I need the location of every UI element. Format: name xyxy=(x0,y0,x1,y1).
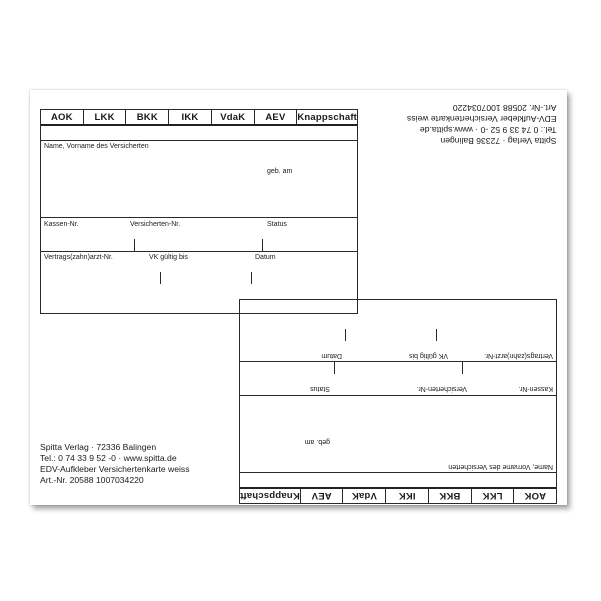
publisher-address-rotated: Spitta Verlag · 72336 Balingen Tel.: 0 7… xyxy=(407,102,557,146)
insurer-bkk: BKK xyxy=(427,489,471,503)
vertrag-divider xyxy=(240,361,556,362)
publisher-address: Spitta Verlag · 72336 Balingen Tel.: 0 7… xyxy=(40,442,190,486)
insurer-ikk: IKK xyxy=(385,489,428,503)
address-line: EDV-Aufkleber Versichertenkarte weiss xyxy=(407,114,557,124)
tick xyxy=(334,362,335,374)
kasse-divider xyxy=(41,217,357,218)
insurer-aev: AEV xyxy=(299,489,343,503)
birth-label: geb. am xyxy=(267,168,293,175)
tick xyxy=(160,272,161,284)
versicherten-label: Versicherten-Nr. xyxy=(130,221,181,228)
name-label: Name, Vorname des Versicherten xyxy=(448,463,553,470)
address-line: Tel.: 0 74 33 9 52 -0 · www.spitta.de xyxy=(40,453,177,463)
address-line: Spitta Verlag · 72336 Balingen xyxy=(40,442,157,452)
datum-label: Datum xyxy=(321,352,342,359)
address-line: EDV-Aufkleber Versichertenkarte weiss xyxy=(40,464,190,474)
label-sheet: AOK LKK BKK IKK VdaK AEV Knappschaft Nam… xyxy=(30,90,567,505)
name-divider xyxy=(240,472,556,473)
insurer-knappschaft: Knappschaft xyxy=(239,490,300,502)
versicherten-label: Versicherten-Nr. xyxy=(416,385,467,392)
vk-label: VK gültig bis xyxy=(149,254,188,261)
vertragsarzt-label: Vertrags(zahn)arzt-Nr. xyxy=(44,254,113,261)
insurer-ikk: IKK xyxy=(169,110,212,124)
insurer-vdak: VdaK xyxy=(342,489,386,503)
address-line: Tel.: 0 74 33 9 52 -0 · www.spitta.de xyxy=(420,125,557,135)
tick xyxy=(262,239,263,251)
birth-label: geb. am xyxy=(304,438,330,445)
kasse-label: Kassen-Nr. xyxy=(44,221,79,228)
insurer-knappschaft: Knappschaft xyxy=(297,111,358,123)
status-label: Status xyxy=(267,221,287,228)
vertrag-divider xyxy=(41,251,357,252)
status-label: Status xyxy=(310,385,330,392)
insurer-bkk: BKK xyxy=(126,110,170,124)
tick xyxy=(345,329,346,341)
vk-label: VK gültig bis xyxy=(409,352,448,359)
insurer-header-row: AOK LKK BKK IKK VdaK AEV Knappschaft xyxy=(41,110,357,126)
insurance-card-form-rotated: AOK LKK BKK IKK VdaK AEV Knappschaft Nam… xyxy=(239,299,557,504)
insurer-header-row: AOK LKK BKK IKK VdaK AEV Knappschaft xyxy=(240,487,556,503)
insurer-aev: AEV xyxy=(255,110,298,124)
kasse-divider xyxy=(240,395,556,396)
tick xyxy=(251,272,252,284)
kasse-label: Kassen-Nr. xyxy=(518,385,553,392)
datum-label: Datum xyxy=(255,254,276,261)
name-divider xyxy=(41,140,357,141)
tick xyxy=(134,239,135,251)
insurer-aok: AOK xyxy=(513,489,556,503)
name-label: Name, Vorname des Versicherten xyxy=(44,143,149,150)
vertragsarzt-label: Vertrags(zahn)arzt-Nr. xyxy=(484,352,553,359)
address-line: Spitta Verlag · 72336 Balingen xyxy=(440,136,557,146)
address-line: Art.-Nr. 20588 1007034220 xyxy=(453,103,557,113)
insurer-lkk: LKK xyxy=(470,489,514,503)
insurance-card-form: AOK LKK BKK IKK VdaK AEV Knappschaft Nam… xyxy=(40,109,358,314)
tick xyxy=(436,329,437,341)
address-line: Art.-Nr. 20588 1007034220 xyxy=(40,475,144,485)
insurer-vdak: VdaK xyxy=(212,110,255,124)
insurer-aok: AOK xyxy=(41,110,84,124)
tick xyxy=(462,362,463,374)
insurer-lkk: LKK xyxy=(84,110,127,124)
